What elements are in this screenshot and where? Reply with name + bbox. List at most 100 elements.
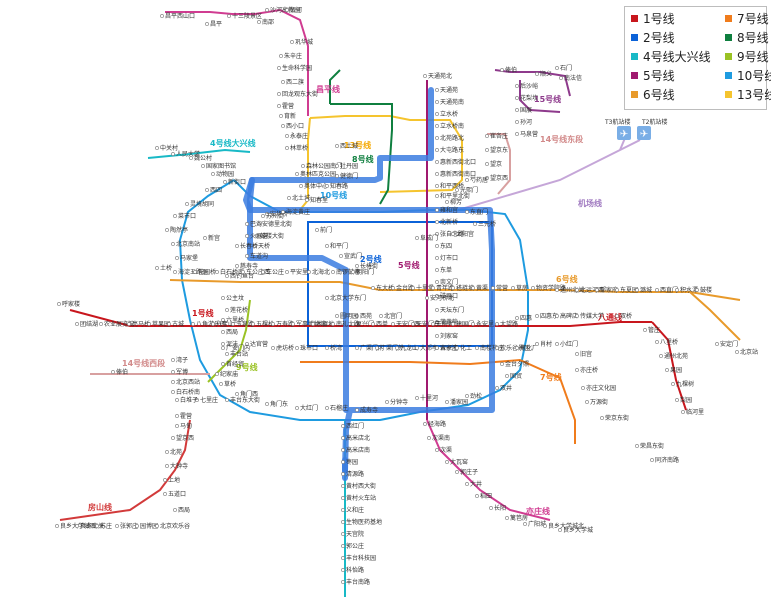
station-dot <box>339 254 343 258</box>
station-dot <box>385 400 389 404</box>
legend-item-line13: 13号线 <box>725 87 771 103</box>
station-label: 巴沟 <box>250 220 262 228</box>
station-dot <box>615 288 619 292</box>
station-dot <box>55 524 59 528</box>
station-label: 百子湾 <box>440 344 458 352</box>
station-dot <box>675 398 679 402</box>
station-label: 玉泉路 <box>236 320 254 328</box>
station-dot <box>435 244 439 248</box>
station-label: 俸伯 <box>505 66 517 74</box>
station-dot <box>295 406 299 410</box>
station-label: 马家堡 <box>180 254 198 262</box>
legend-label: 4号线大兴线 <box>643 50 711 64</box>
station-label: 西直门 <box>660 286 678 294</box>
station-dot <box>535 72 539 76</box>
station-label: 昌平 <box>210 21 222 28</box>
station-label: 王府井 <box>436 320 454 328</box>
drawn-route-path <box>243 87 495 473</box>
station-dot <box>485 162 489 166</box>
station-label: 角门西 <box>240 390 258 398</box>
station-dot <box>435 220 439 224</box>
station-dot <box>185 202 189 206</box>
station-label: 郝家府 <box>600 286 618 294</box>
station-label: 动物园 <box>216 170 234 178</box>
station-label: 木樨地 <box>316 320 334 328</box>
station-dot <box>245 222 249 226</box>
airport-line-path <box>457 139 641 211</box>
station-label: 角门东 <box>270 400 288 408</box>
station-dot <box>455 470 459 474</box>
station-label: 通州北苑 <box>664 352 688 360</box>
station-dot <box>325 184 329 188</box>
station-dot <box>489 506 493 510</box>
line-label-10: 10号线 <box>320 190 347 200</box>
station-label: 焦化厂 <box>520 344 538 352</box>
station-label: 沙河高教园 <box>270 6 300 14</box>
station-label: 潞城 <box>640 286 652 294</box>
station-label: 湾子 <box>176 356 188 364</box>
station-dot <box>175 398 179 402</box>
station-dot <box>251 322 255 326</box>
station-dot <box>271 346 275 350</box>
svg-text:✈: ✈ <box>620 129 628 140</box>
station-dot <box>395 346 399 350</box>
airport-t2-icon: ✈ <box>637 126 651 140</box>
station-dot <box>415 396 419 400</box>
station-label: 四惠东 <box>540 312 558 320</box>
station-label: 南法信 <box>564 74 582 82</box>
station-label: 望京西 <box>176 434 194 442</box>
station-label: 广安门内 <box>226 344 250 352</box>
legend-item-line1: 1号线 <box>631 11 675 27</box>
station-dot <box>225 308 229 312</box>
fangshan-line-path <box>59 419 191 521</box>
station-dot <box>255 234 259 238</box>
station-label: 西土城 <box>340 142 358 150</box>
station-label: 小红门 <box>560 340 578 348</box>
station-dot <box>535 342 539 346</box>
station-label: 万源街 <box>590 398 608 406</box>
station-label: 梨园 <box>680 396 692 404</box>
station-dot <box>435 160 439 164</box>
station-label: 双井 <box>500 384 512 392</box>
station-dot <box>335 314 339 318</box>
station-dot <box>331 322 335 326</box>
station-label: 八宝山 <box>216 320 234 328</box>
station-dot <box>491 286 495 290</box>
station-dot <box>235 244 239 248</box>
station-label: 高碑店 <box>560 312 578 320</box>
station-label: 崇文门 <box>440 278 458 286</box>
station-label: 望京东 <box>490 146 508 154</box>
station-label: 天安门西 <box>396 320 420 328</box>
station-label: 长椿街 <box>360 262 378 270</box>
airport-t3-icon: ✈ <box>617 126 631 140</box>
legend-label: 9号线 <box>737 50 769 64</box>
legend-item-line10: 10号线 <box>725 68 771 84</box>
station-dot <box>585 400 589 404</box>
station-dot <box>277 66 281 70</box>
line-8-path <box>330 103 393 205</box>
station-label: 亮马桥 <box>132 320 150 328</box>
station-label: 十里河 <box>420 394 438 402</box>
station-dot <box>423 74 427 78</box>
station-label: 草房 <box>516 284 528 292</box>
station-label: 南锣鼓巷 <box>336 268 360 276</box>
station-label: 宋家庄 <box>440 344 458 352</box>
station-dot <box>221 330 225 334</box>
station-dot <box>331 270 335 274</box>
line-label-changping: 昌平线 <box>316 84 340 94</box>
legend-item-line7: 7号线 <box>725 11 769 27</box>
station-label: 同济南路 <box>655 456 679 464</box>
station-dot <box>165 464 169 468</box>
station-dot <box>515 316 519 320</box>
station-dot <box>325 244 329 248</box>
station-dot <box>643 328 647 332</box>
station-dot <box>515 120 519 124</box>
station-label: 通州北关 <box>560 286 584 294</box>
station-dot <box>659 354 663 358</box>
station-dot <box>341 520 345 524</box>
station-label: 金台夕照 <box>505 360 529 368</box>
station-dot <box>341 580 345 584</box>
station-label: 平安里 <box>290 268 308 276</box>
station-label: 望京西 <box>490 174 508 182</box>
